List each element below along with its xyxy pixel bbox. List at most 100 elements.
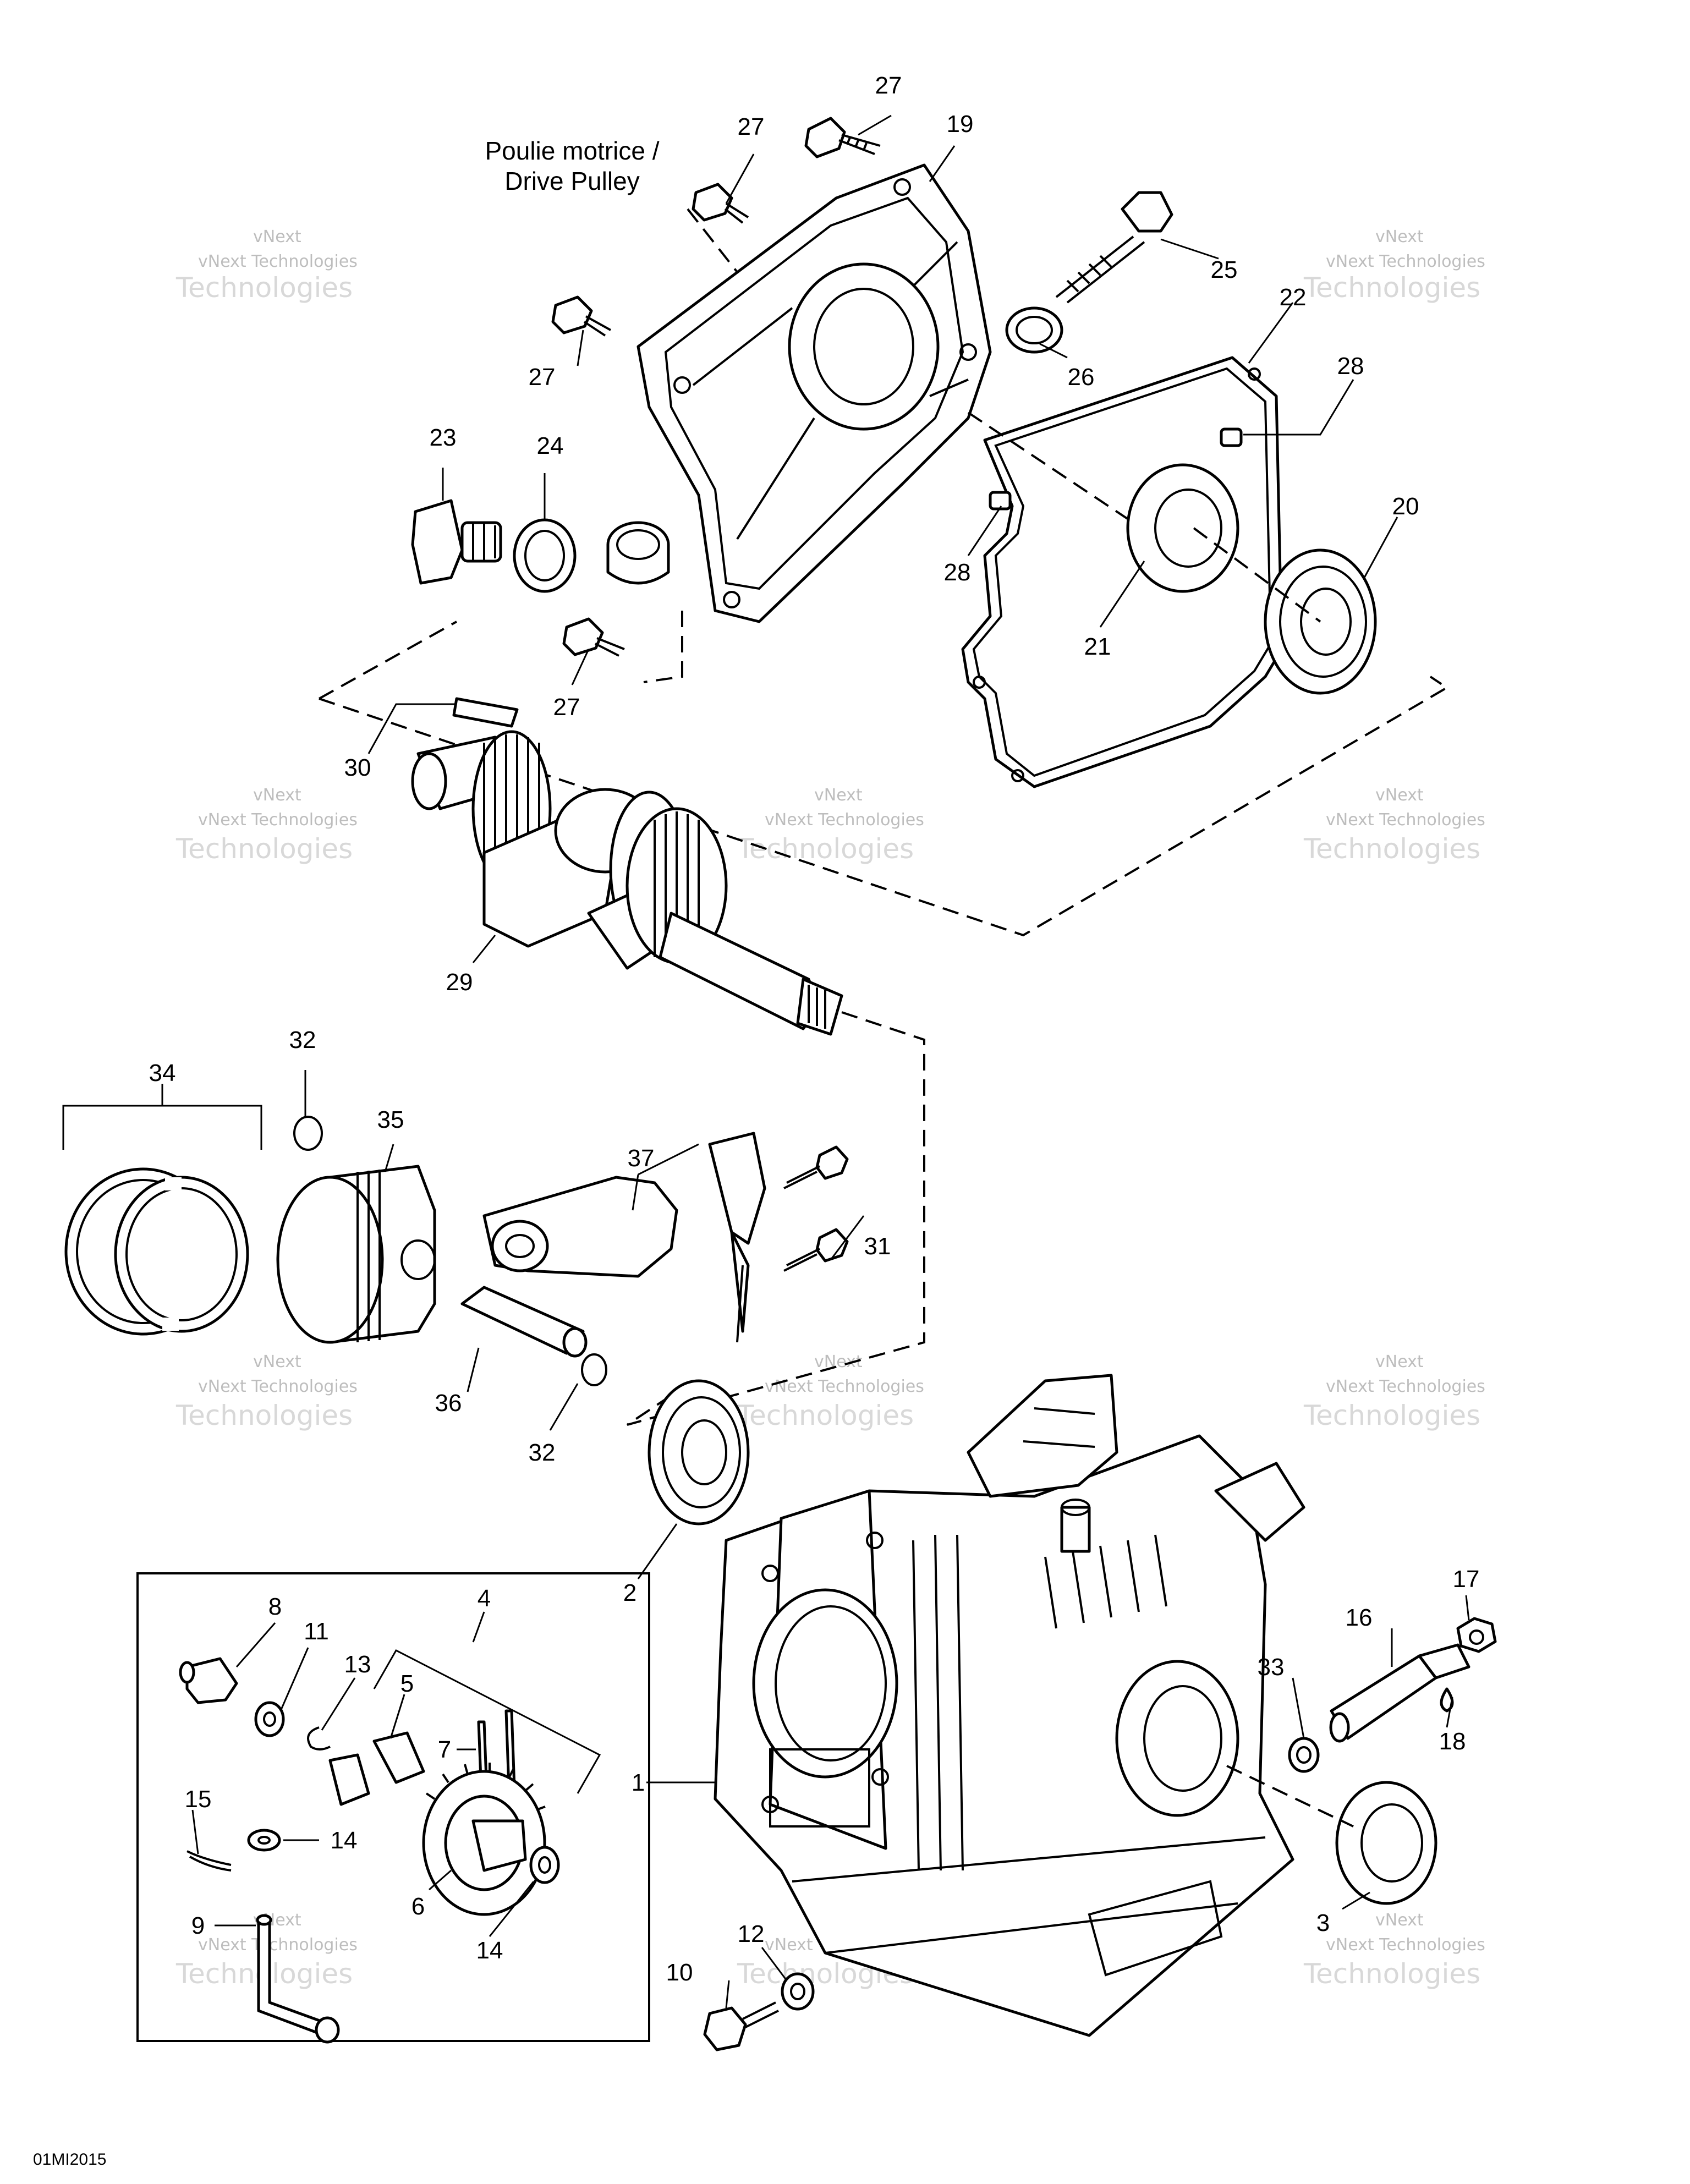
label-32: 32 [529,1439,556,1466]
watermark: vNext vNext Technologies Technologies [1303,227,1485,304]
svg-text:Technologies: Technologies [1303,272,1480,304]
label-24: 24 [537,432,564,459]
oil-seal-26 [1005,306,1063,354]
leader-lines [191,114,1470,2009]
label-18: 18 [1439,1728,1466,1755]
svg-text:vNext Technologies: vNext Technologies [198,252,358,271]
label-35: 35 [377,1106,404,1133]
bolt-27-upper [692,183,749,224]
bearing-dashline [1193,527,1321,623]
svg-text:vNext Technologies: vNext Technologies [765,1377,924,1396]
piston-rings-34 [62,1084,262,1336]
bolt-10 [703,2001,779,2051]
rod-bolt-31-bottom [783,1228,849,1272]
nut-17 [1456,1617,1497,1653]
label-10: 10 [666,1959,693,1986]
label-33: 33 [1258,1654,1285,1681]
svg-text:vNext Technologies: vNext Technologies [1326,1935,1485,1955]
svg-text:vNext: vNext [1375,1911,1424,1930]
label-37: 37 [628,1145,655,1172]
drop-18 [1440,1687,1454,1713]
label-21: 21 [1084,633,1111,660]
connecting-rod-37 [482,1132,766,1343]
label-2: 2 [623,1579,637,1606]
dowel-pin-28-right [1220,427,1243,447]
label-29: 29 [446,969,473,996]
washer-33 [1288,1737,1320,1773]
label-27: 27 [738,113,765,140]
governor-arm-9 [256,1914,340,2044]
label-19: 19 [947,111,974,138]
label-34: 34 [149,1060,176,1086]
watermark: vNext vNext Technologies Technologies [175,786,358,865]
watermark: vNext vNext Technologies Technologies [1303,786,1485,865]
label-36: 36 [435,1390,462,1417]
crankshaft-dash-enclosure [319,621,1449,937]
label-5: 5 [400,1670,414,1697]
label-6: 6 [411,1893,425,1920]
filler-neck [606,521,670,585]
svg-text:vNext Technologies: vNext Technologies [1326,1377,1485,1396]
crankcase-cover [637,163,992,623]
bolt-27-lower [562,617,625,657]
drawing-code: 01MI2015 [33,2150,106,2169]
svg-text:vNext: vNext [253,786,301,805]
label-32: 32 [289,1027,316,1053]
label-22: 22 [1280,284,1307,311]
label-11: 11 [304,1618,329,1645]
watermark: vNext vNext Technologies Technologies [175,1352,358,1431]
label-27: 27 [875,72,902,99]
label-25: 25 [1211,256,1238,283]
svg-text:vNext: vNext [814,786,863,805]
drive-pulley-caption: Poulie motrice / Drive Pulley [485,136,659,195]
svg-text:Technologies: Technologies [1303,1958,1480,1990]
label-30: 30 [344,754,371,781]
part-number-labels: 27 27 19 25 22 28 27 26 23 24 20 28 21 2… [149,72,1480,1986]
washer-12 [781,1972,815,2011]
label-14: 14 [476,1937,503,1964]
crankcase-1 [714,1374,1305,2037]
svg-text:Technologies: Technologies [175,272,353,304]
label-14: 14 [331,1827,358,1854]
label-15: 15 [185,1786,212,1813]
key-30 [452,697,519,728]
bolt-27-top [804,117,881,158]
governor-gear-6 [422,1763,546,1916]
label-28: 28 [1337,353,1364,380]
label-27: 27 [529,364,556,391]
label-12: 12 [738,1920,765,1947]
svg-text:Technologies: Technologies [1303,833,1480,865]
governor-assembly-inset [136,1572,650,2044]
piston-35 [276,1165,436,1344]
label-28: 28 [944,559,971,586]
circlip-32-bottom [581,1353,607,1386]
shaft-16 [1329,1643,1470,1743]
bearing-2 [648,1379,750,1525]
label-23: 23 [430,424,457,451]
svg-text:vNext Technologies: vNext Technologies [198,1935,358,1955]
washer-14-right [529,1846,560,1884]
svg-text:vNext Technologies: vNext Technologies [1326,252,1485,271]
washer-14-left [247,1829,281,1852]
clip-15 [186,1850,232,1872]
svg-text:Technologies: Technologies [175,1400,353,1431]
oil-filler-cap-23 [411,499,502,585]
watermark: vNext vNext Technologies Technologies [737,786,924,865]
svg-text:vNext Technologies: vNext Technologies [765,810,924,830]
governor-shaft-8 [179,1657,238,1704]
breather-valve-25 [1055,191,1173,304]
svg-text:Technologies: Technologies [737,1400,914,1431]
label-16: 16 [1346,1604,1373,1631]
circlip-32-top [293,1116,323,1151]
watermark: vNext vNext Technologies Technologies [737,1352,924,1431]
oil-seal-3 [1335,1781,1437,1905]
label-17: 17 [1453,1566,1480,1593]
bolt-27-dashline [643,611,683,683]
label-31: 31 [864,1233,891,1260]
svg-text:vNext: vNext [253,1352,301,1371]
label-26: 26 [1068,364,1095,391]
svg-text:vNext Technologies: vNext Technologies [1326,810,1485,830]
label-20: 20 [1392,493,1419,520]
label-1: 1 [632,1769,645,1796]
